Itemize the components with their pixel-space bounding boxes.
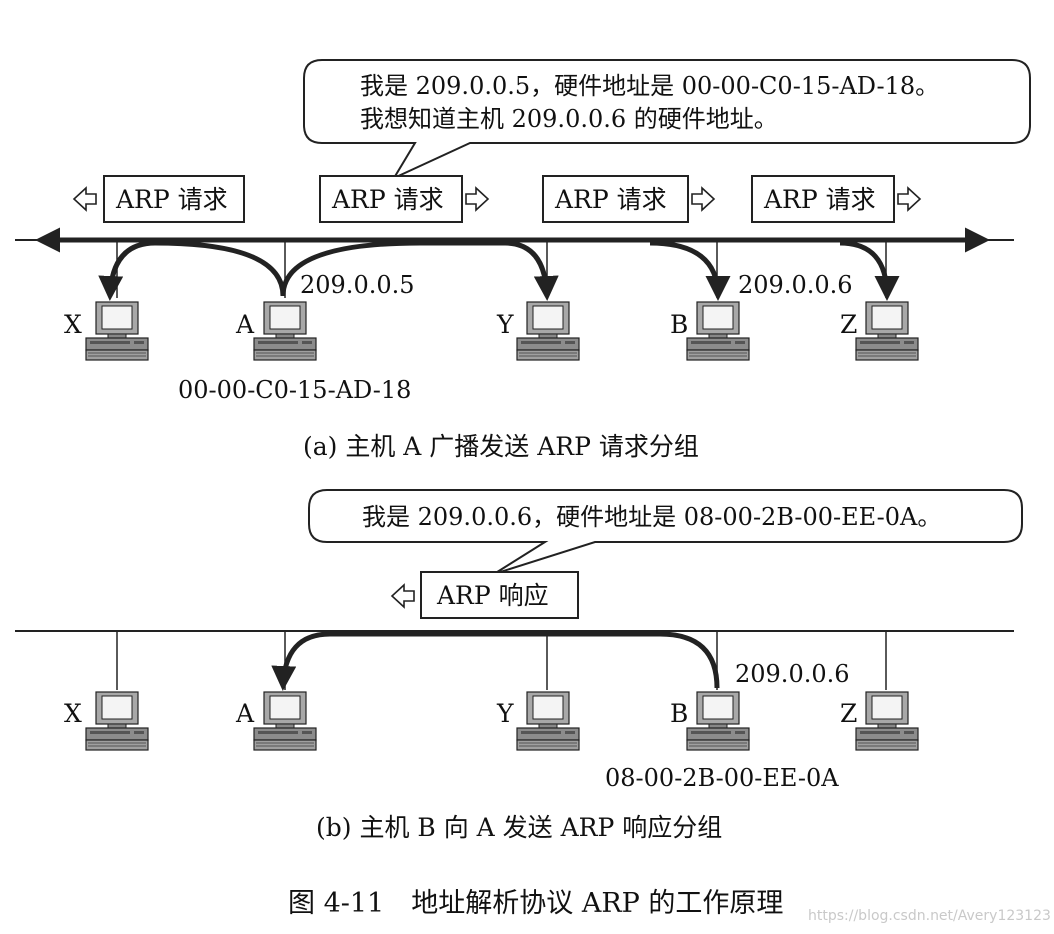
ip-address-a: 209.0.0.5 xyxy=(300,271,415,299)
ip-address-b: 209.0.0.6 xyxy=(738,271,853,299)
host-label-y: Y xyxy=(496,310,514,339)
host-a-computer-icon-b xyxy=(253,691,317,751)
host-label-y-b: Y xyxy=(496,699,514,728)
caption-b: (b) 主机 B 向 A 发送 ARP 响应分组 xyxy=(316,813,722,842)
reply-speech-bubble xyxy=(308,489,1023,575)
host-label-a-b: A xyxy=(235,699,255,728)
flow-to-y xyxy=(280,240,559,301)
host-x-computer-icon xyxy=(85,301,149,361)
arp-request-label-1: ARP 请求 xyxy=(115,185,228,214)
arp-reply-packet xyxy=(391,571,579,619)
flow-to-z xyxy=(839,240,900,301)
host-label-z-b: Z xyxy=(840,699,857,728)
reply-flow-b-to-a xyxy=(271,631,720,691)
host-z-computer-icon-b xyxy=(855,691,919,751)
host-y-computer-icon-b xyxy=(516,691,580,751)
watermark: https://blog.csdn.net/Avery123123 xyxy=(808,908,1051,924)
host-a-computer-icon xyxy=(253,301,317,361)
host-b-computer-icon xyxy=(686,301,750,361)
host-x-computer-icon-b xyxy=(85,691,149,751)
arp-request-label-3: ARP 请求 xyxy=(554,185,667,214)
host-b-computer-icon-b xyxy=(686,691,750,751)
host-label-x: X xyxy=(64,310,82,339)
request-bubble-line-2: 我想知道主机 209.0.0.6 的硬件地址。 xyxy=(360,105,778,133)
request-bubble-line-1: 我是 209.0.0.5，硬件地址是 00-00-C0-15-AD-18。 xyxy=(360,72,939,100)
caption-a: (a) 主机 A 广播发送 ARP 请求分组 xyxy=(303,432,699,461)
arp-request-packet-4 xyxy=(751,175,921,223)
host-y-computer-icon xyxy=(516,301,580,361)
flow-to-b xyxy=(649,240,731,301)
ip-address-b-bottom: 209.0.0.6 xyxy=(735,660,850,688)
arp-request-packet-2 xyxy=(319,175,489,223)
reply-bubble-line-1: 我是 209.0.0.6，硬件地址是 08-00-2B-00-EE-0A。 xyxy=(362,503,941,531)
host-label-b-b: B xyxy=(670,699,688,728)
arp-request-packet-1 xyxy=(73,175,245,223)
host-label-a: A xyxy=(235,310,255,339)
host-label-x-b: X xyxy=(64,699,82,728)
host-z-computer-icon xyxy=(855,301,919,361)
request-speech-bubble xyxy=(303,59,1031,181)
figure-caption: 图 4-11 地址解析协议 ARP 的工作原理 xyxy=(288,888,783,919)
arp-request-label-2: ARP 请求 xyxy=(331,185,444,214)
arp-request-label-4: ARP 请求 xyxy=(763,185,876,214)
mac-address-b: 08-00-2B-00-EE-0A xyxy=(605,764,839,792)
host-label-z: Z xyxy=(840,310,857,339)
arp-request-packet-3 xyxy=(542,175,715,223)
mac-address-a: 00-00-C0-15-AD-18 xyxy=(178,376,411,404)
host-label-b: B xyxy=(670,310,688,339)
arp-reply-label: ARP 响应 xyxy=(436,581,549,610)
flow-to-x xyxy=(98,240,286,301)
